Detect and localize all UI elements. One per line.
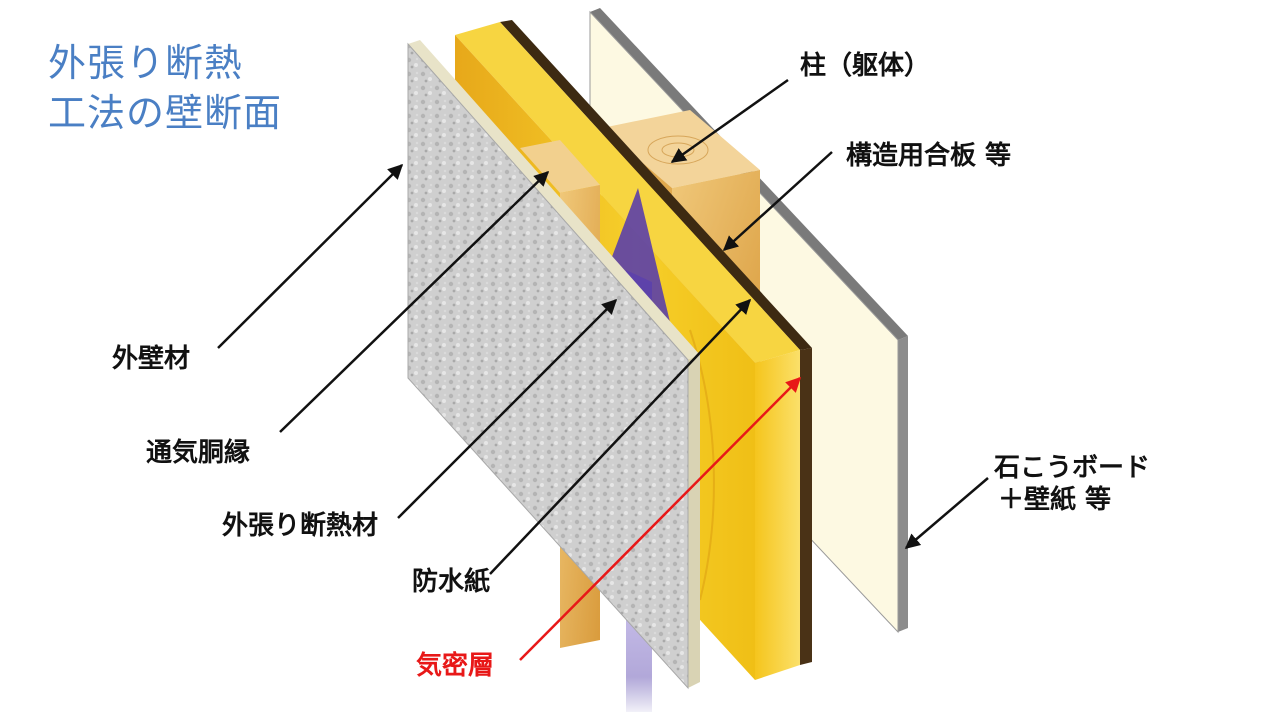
- label-pillar: 柱（躯体）: [800, 51, 931, 81]
- structural-plywood: [500, 20, 812, 665]
- label-furring-strip: 通気胴縁: [146, 438, 251, 468]
- label-insulation: 外張り断熱材: [222, 511, 379, 541]
- diagram-title: 外張り断熱 工法の壁断面: [48, 38, 282, 138]
- label-airtight-layer: 気密層: [416, 651, 495, 681]
- label-exterior-wall: 外壁材: [112, 344, 191, 374]
- label-waterproof-paper: 防水紙: [412, 567, 491, 597]
- label-structural-plywood: 構造用合板 等: [846, 141, 1012, 171]
- title-line-1: 外張り断熱: [48, 41, 244, 85]
- exterior-wall-panel: [407, 40, 700, 690]
- label-gypsum-line-2: ＋壁紙 等: [998, 485, 1112, 515]
- label-gypsum-line-1: 石こうボード: [994, 453, 1151, 483]
- title-line-2: 工法の壁断面: [48, 91, 283, 135]
- leader-lines: [217, 78, 989, 661]
- label-gypsum-board: 石こうボード ＋壁紙 等: [994, 452, 1150, 516]
